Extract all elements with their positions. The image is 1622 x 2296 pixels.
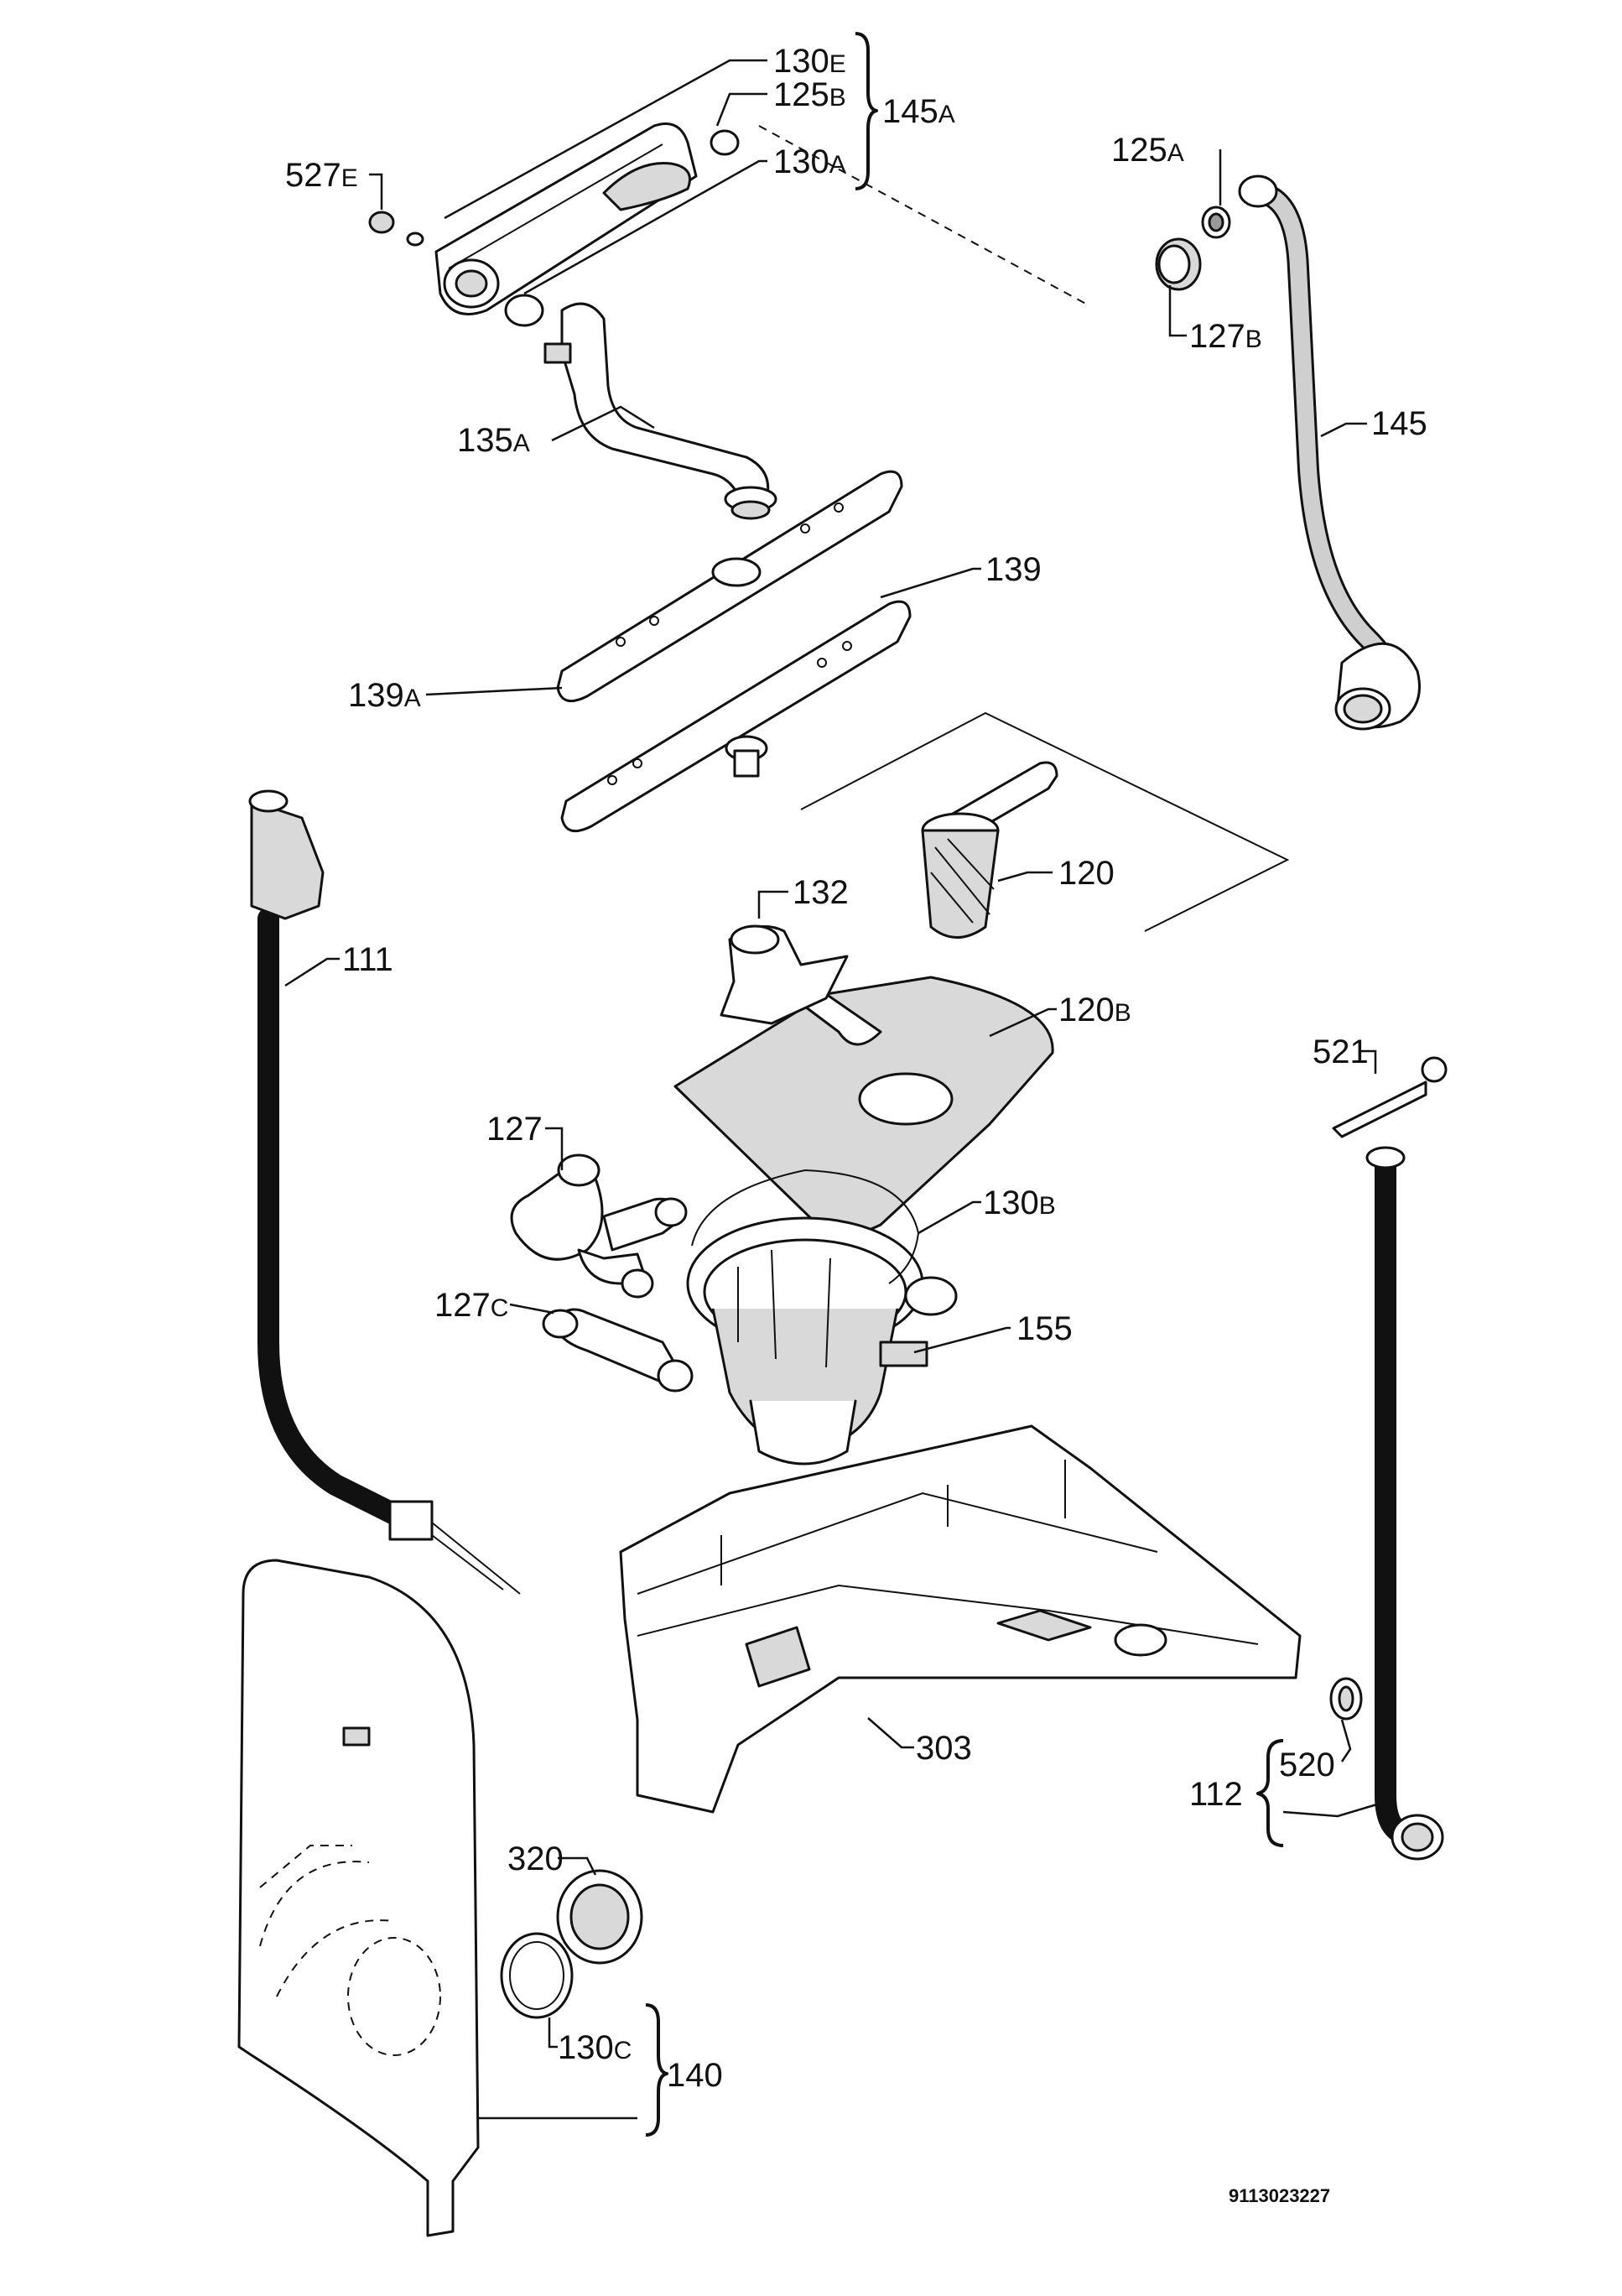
- float-switch-part: [720, 924, 849, 1025]
- label-125a: 125A: [1111, 132, 1184, 169]
- hose-clamp-part: [1329, 1677, 1363, 1721]
- label-127c: 127C: [434, 1287, 508, 1324]
- microfilter-plate-part: [673, 976, 1054, 1236]
- label-135a: 135A: [457, 422, 530, 459]
- upper-spray-arm-supply-pipe-part: [434, 122, 698, 315]
- label-520: 520: [1279, 1747, 1335, 1783]
- drain-hose-assembly-part: [1365, 1146, 1444, 1861]
- label-125b: 125B: [773, 76, 846, 113]
- brace-112: [1256, 1739, 1284, 1847]
- label-112: 112: [1189, 1776, 1243, 1813]
- label-303: 303: [916, 1730, 972, 1767]
- side-panel-part: [237, 1559, 480, 2237]
- spray-arm-feed-pipe-part: [543, 302, 777, 520]
- bearing-seal-part: [556, 1869, 643, 1965]
- label-145: 145: [1371, 405, 1427, 442]
- label-130a: 130A: [773, 143, 846, 180]
- label-145a: 145A: [882, 93, 955, 130]
- nut-part: [368, 211, 424, 247]
- label-320: 320: [507, 1840, 564, 1877]
- brace-145a: [855, 32, 878, 190]
- label-139: 139: [985, 551, 1042, 588]
- label-155: 155: [1016, 1310, 1073, 1347]
- leader-lines: [284, 59, 1380, 2120]
- sump-seal-ring-part: [691, 1169, 920, 1284]
- label-130c: 130C: [558, 2029, 632, 2066]
- drain-hose-part: [510, 1153, 688, 1299]
- base-frame-part: [619, 1424, 1302, 1814]
- circulation-hose-part: [1238, 174, 1421, 731]
- label-139a: 139A: [348, 677, 421, 714]
- connecting-hose-part: [542, 1308, 694, 1393]
- seal-ring-part: [504, 129, 740, 327]
- brace-140: [645, 2003, 668, 2137]
- threaded-connector-part: [1155, 206, 1231, 291]
- coarse-filter-part: [921, 761, 1058, 939]
- label-527e: 527E: [285, 157, 358, 194]
- seal-gasket-part: [500, 1932, 574, 2019]
- label-127b: 127B: [1189, 318, 1262, 355]
- label-120: 120: [1058, 855, 1115, 892]
- label-140: 140: [667, 2057, 723, 2094]
- upper-spray-arm-part: [556, 470, 903, 703]
- lower-spray-arm-part: [560, 600, 912, 833]
- label-130b: 130B: [983, 1184, 1056, 1221]
- sump-part: [686, 1216, 958, 1466]
- label-127: 127: [486, 1111, 543, 1148]
- inlet-hose-part: [248, 789, 521, 1595]
- label-130e: 130E: [773, 43, 846, 80]
- part-labels: 130E 125B 145A 130A 527E 125A 127B 145 1…: [285, 43, 1427, 2206]
- label-120b: 120B: [1058, 992, 1131, 1028]
- hose-clip-part: [1332, 1056, 1448, 1138]
- document-number: 9113023227: [1229, 2185, 1330, 2206]
- label-132: 132: [793, 874, 849, 911]
- label-111: 111: [342, 941, 393, 978]
- label-521: 521: [1313, 1033, 1369, 1070]
- housing-panel-outline: [800, 711, 1290, 932]
